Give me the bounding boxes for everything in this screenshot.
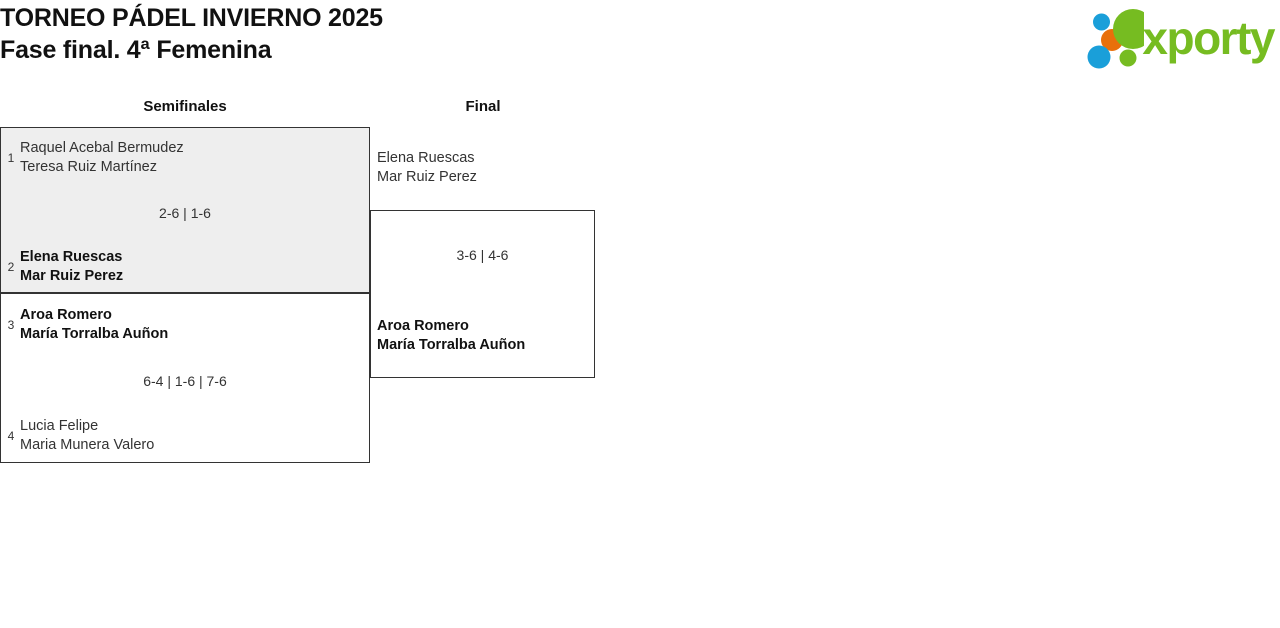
column-header-final: Final <box>465 98 501 115</box>
team-names: Lucia Felipe Maria Munera Valero <box>20 417 154 455</box>
player-name: Teresa Ruiz Martínez <box>20 159 157 175</box>
player-name: Lucia Felipe <box>20 418 99 434</box>
tournament-phase: Fase final. 4ª Femenina <box>0 36 272 64</box>
team-names: Elena Ruescas Mar Ruiz Perez <box>20 248 123 286</box>
player-name: Raquel Acebal Bermudez <box>20 140 184 156</box>
player-name: Aroa Romero <box>377 318 469 334</box>
page-header: TORNEO PÁDEL INVIERNO 2025 Fase final. 4… <box>0 0 1280 78</box>
tournament-name: TORNEO PÁDEL INVIERNO 2025 <box>0 4 383 32</box>
team-names: Aroa Romero María Torralba Auñon <box>20 306 168 344</box>
match-team[interactable]: Elena Ruescas Mar Ruiz Perez <box>377 149 477 187</box>
logo-wordmark: xporty <box>1142 12 1275 64</box>
player-name: María Torralba Auñon <box>20 326 169 342</box>
page-title: TORNEO PÁDEL INVIERNO 2025 Fase final. 4… <box>0 2 383 67</box>
seed-number: 3 <box>7 318 15 332</box>
logo-dots-icon <box>1087 9 1145 69</box>
seed-number: 2 <box>7 260 15 274</box>
match-semifinal-1[interactable]: 1 Raquel Acebal Bermudez Teresa Ruiz Mar… <box>0 127 370 293</box>
match-team[interactable]: 3 Aroa Romero María Torralba Auñon <box>2 306 169 344</box>
match-team[interactable]: Aroa Romero María Torralba Auñon <box>377 317 525 355</box>
seed-number: 4 <box>7 429 15 443</box>
player-name: María Torralba Auñon <box>377 337 526 353</box>
xporty-logo[interactable]: xporty <box>1086 4 1275 72</box>
player-name: Mar Ruiz Perez <box>377 169 477 185</box>
match-team[interactable]: 2 Elena Ruescas Mar Ruiz Perez <box>2 248 124 286</box>
match-score: 3-6 | 4-6 <box>456 247 509 263</box>
match-final[interactable]: 3-6 | 4-6 <box>370 210 595 378</box>
player-name: Mar Ruiz Perez <box>20 268 124 284</box>
match-team[interactable]: 1 Raquel Acebal Bermudez Teresa Ruiz Mar… <box>2 139 184 177</box>
seed-number: 1 <box>7 151 15 165</box>
team-names: Raquel Acebal Bermudez Teresa Ruiz Martí… <box>20 139 184 177</box>
match-score: 6-4 | 1-6 | 7-6 <box>143 373 227 389</box>
team-names: Elena Ruescas Mar Ruiz Perez <box>377 149 477 187</box>
team-names: Aroa Romero María Torralba Auñon <box>377 317 525 355</box>
player-name: Elena Ruescas <box>377 150 475 166</box>
column-header-semifinales: Semifinales <box>143 98 227 115</box>
player-name: Elena Ruescas <box>20 249 123 265</box>
player-name: Aroa Romero <box>20 307 112 323</box>
match-score: 2-6 | 1-6 <box>159 205 211 221</box>
match-team[interactable]: 4 Lucia Felipe Maria Munera Valero <box>2 417 155 455</box>
match-semifinal-2[interactable]: 3 Aroa Romero María Torralba Auñon 6-4 |… <box>0 293 370 463</box>
player-name: Maria Munera Valero <box>20 437 155 453</box>
